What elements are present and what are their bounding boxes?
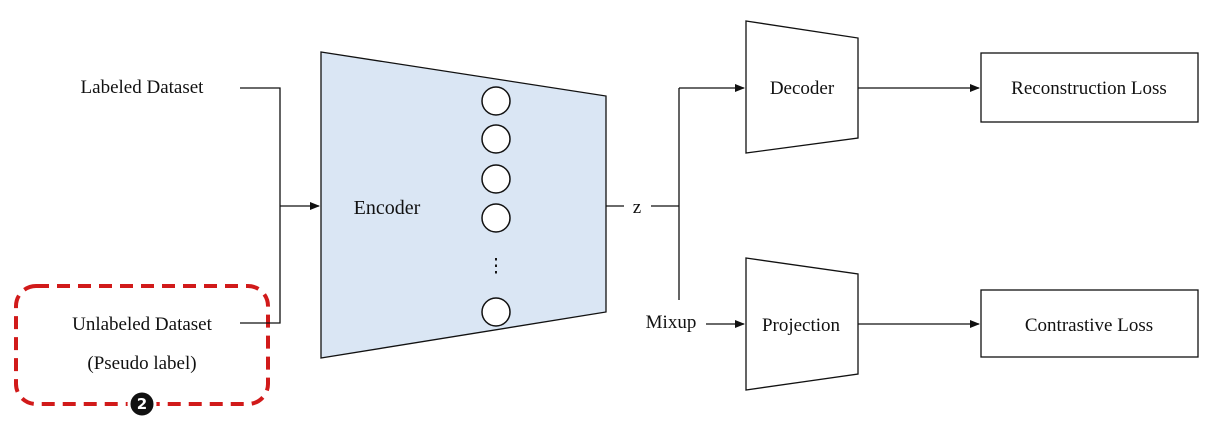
labeled-dataset-label: Labeled Dataset bbox=[81, 77, 205, 98]
step-badge-number: 2 bbox=[137, 395, 147, 413]
neuron-node bbox=[481, 203, 511, 233]
step-badge-circle bbox=[127, 389, 157, 419]
step-2-badge: 2 bbox=[127, 389, 157, 419]
mixup-label: Mixup bbox=[646, 312, 697, 333]
decoder-shape bbox=[745, 20, 859, 154]
neuron-node bbox=[481, 124, 511, 154]
latent-z-label: z bbox=[633, 197, 641, 218]
unlabeled-dataset-label: Unlabeled Dataset bbox=[72, 314, 213, 335]
neuron-node bbox=[481, 297, 511, 327]
latent-branch-lines bbox=[651, 84, 745, 300]
encoder-label: Encoder bbox=[354, 197, 421, 219]
projection-label: Projection bbox=[762, 315, 841, 336]
decoder-label: Decoder bbox=[770, 78, 835, 99]
pseudo-label-text: (Pseudo label) bbox=[87, 353, 196, 374]
encoder-neurons bbox=[481, 86, 511, 327]
projection-shape bbox=[745, 257, 859, 391]
reconstruction-loss-label: Reconstruction Loss bbox=[1011, 78, 1167, 99]
neuron-ellipsis: ⋮ bbox=[487, 256, 506, 277]
unlabeled-highlight-box bbox=[14, 284, 270, 406]
neuron-node bbox=[481, 86, 511, 116]
encoder-shape bbox=[320, 51, 607, 359]
contrastive-loss-box bbox=[980, 289, 1199, 358]
neuron-node bbox=[481, 164, 511, 194]
contrastive-loss-label: Contrastive Loss bbox=[1025, 315, 1153, 336]
reconstruction-loss-box bbox=[980, 52, 1199, 123]
input-connectors bbox=[240, 87, 320, 324]
